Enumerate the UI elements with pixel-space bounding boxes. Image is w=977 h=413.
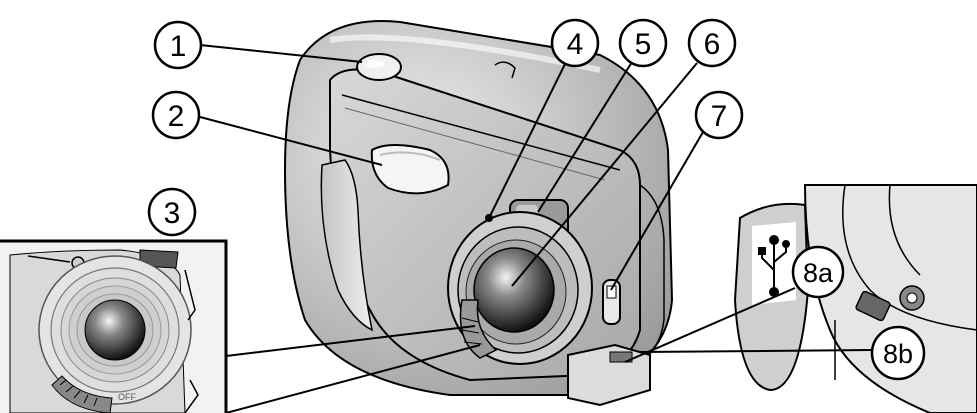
callout-5: 5 xyxy=(618,18,668,68)
callout-2: 2 xyxy=(151,90,201,140)
svg-text:8a: 8a xyxy=(803,258,834,288)
callout-8b: 8b xyxy=(870,325,926,381)
port-inset xyxy=(733,184,977,413)
callout-3: 3 xyxy=(147,187,197,237)
callout-7: 7 xyxy=(694,90,744,140)
lens xyxy=(473,247,555,333)
dial-label-off: OFF xyxy=(118,392,136,402)
svg-text:2: 2 xyxy=(168,100,185,133)
lens-assembly xyxy=(447,211,593,365)
svg-text:4: 4 xyxy=(567,28,584,61)
svg-text:7: 7 xyxy=(711,100,728,133)
callout-1: 1 xyxy=(153,20,203,70)
svg-text:6: 6 xyxy=(704,28,721,61)
callout-4: 4 xyxy=(550,18,600,68)
svg-text:3: 3 xyxy=(164,197,181,230)
svg-text:8b: 8b xyxy=(883,339,913,369)
usb-port xyxy=(855,290,891,322)
leader-lines xyxy=(199,44,873,413)
callout-6: 6 xyxy=(687,18,737,68)
callout-8a: 8a xyxy=(791,245,845,299)
mode-dial-inset: OFF xyxy=(0,239,228,413)
usb-icon xyxy=(758,235,790,297)
svg-text:5: 5 xyxy=(635,28,652,61)
svg-text:1: 1 xyxy=(170,30,187,63)
